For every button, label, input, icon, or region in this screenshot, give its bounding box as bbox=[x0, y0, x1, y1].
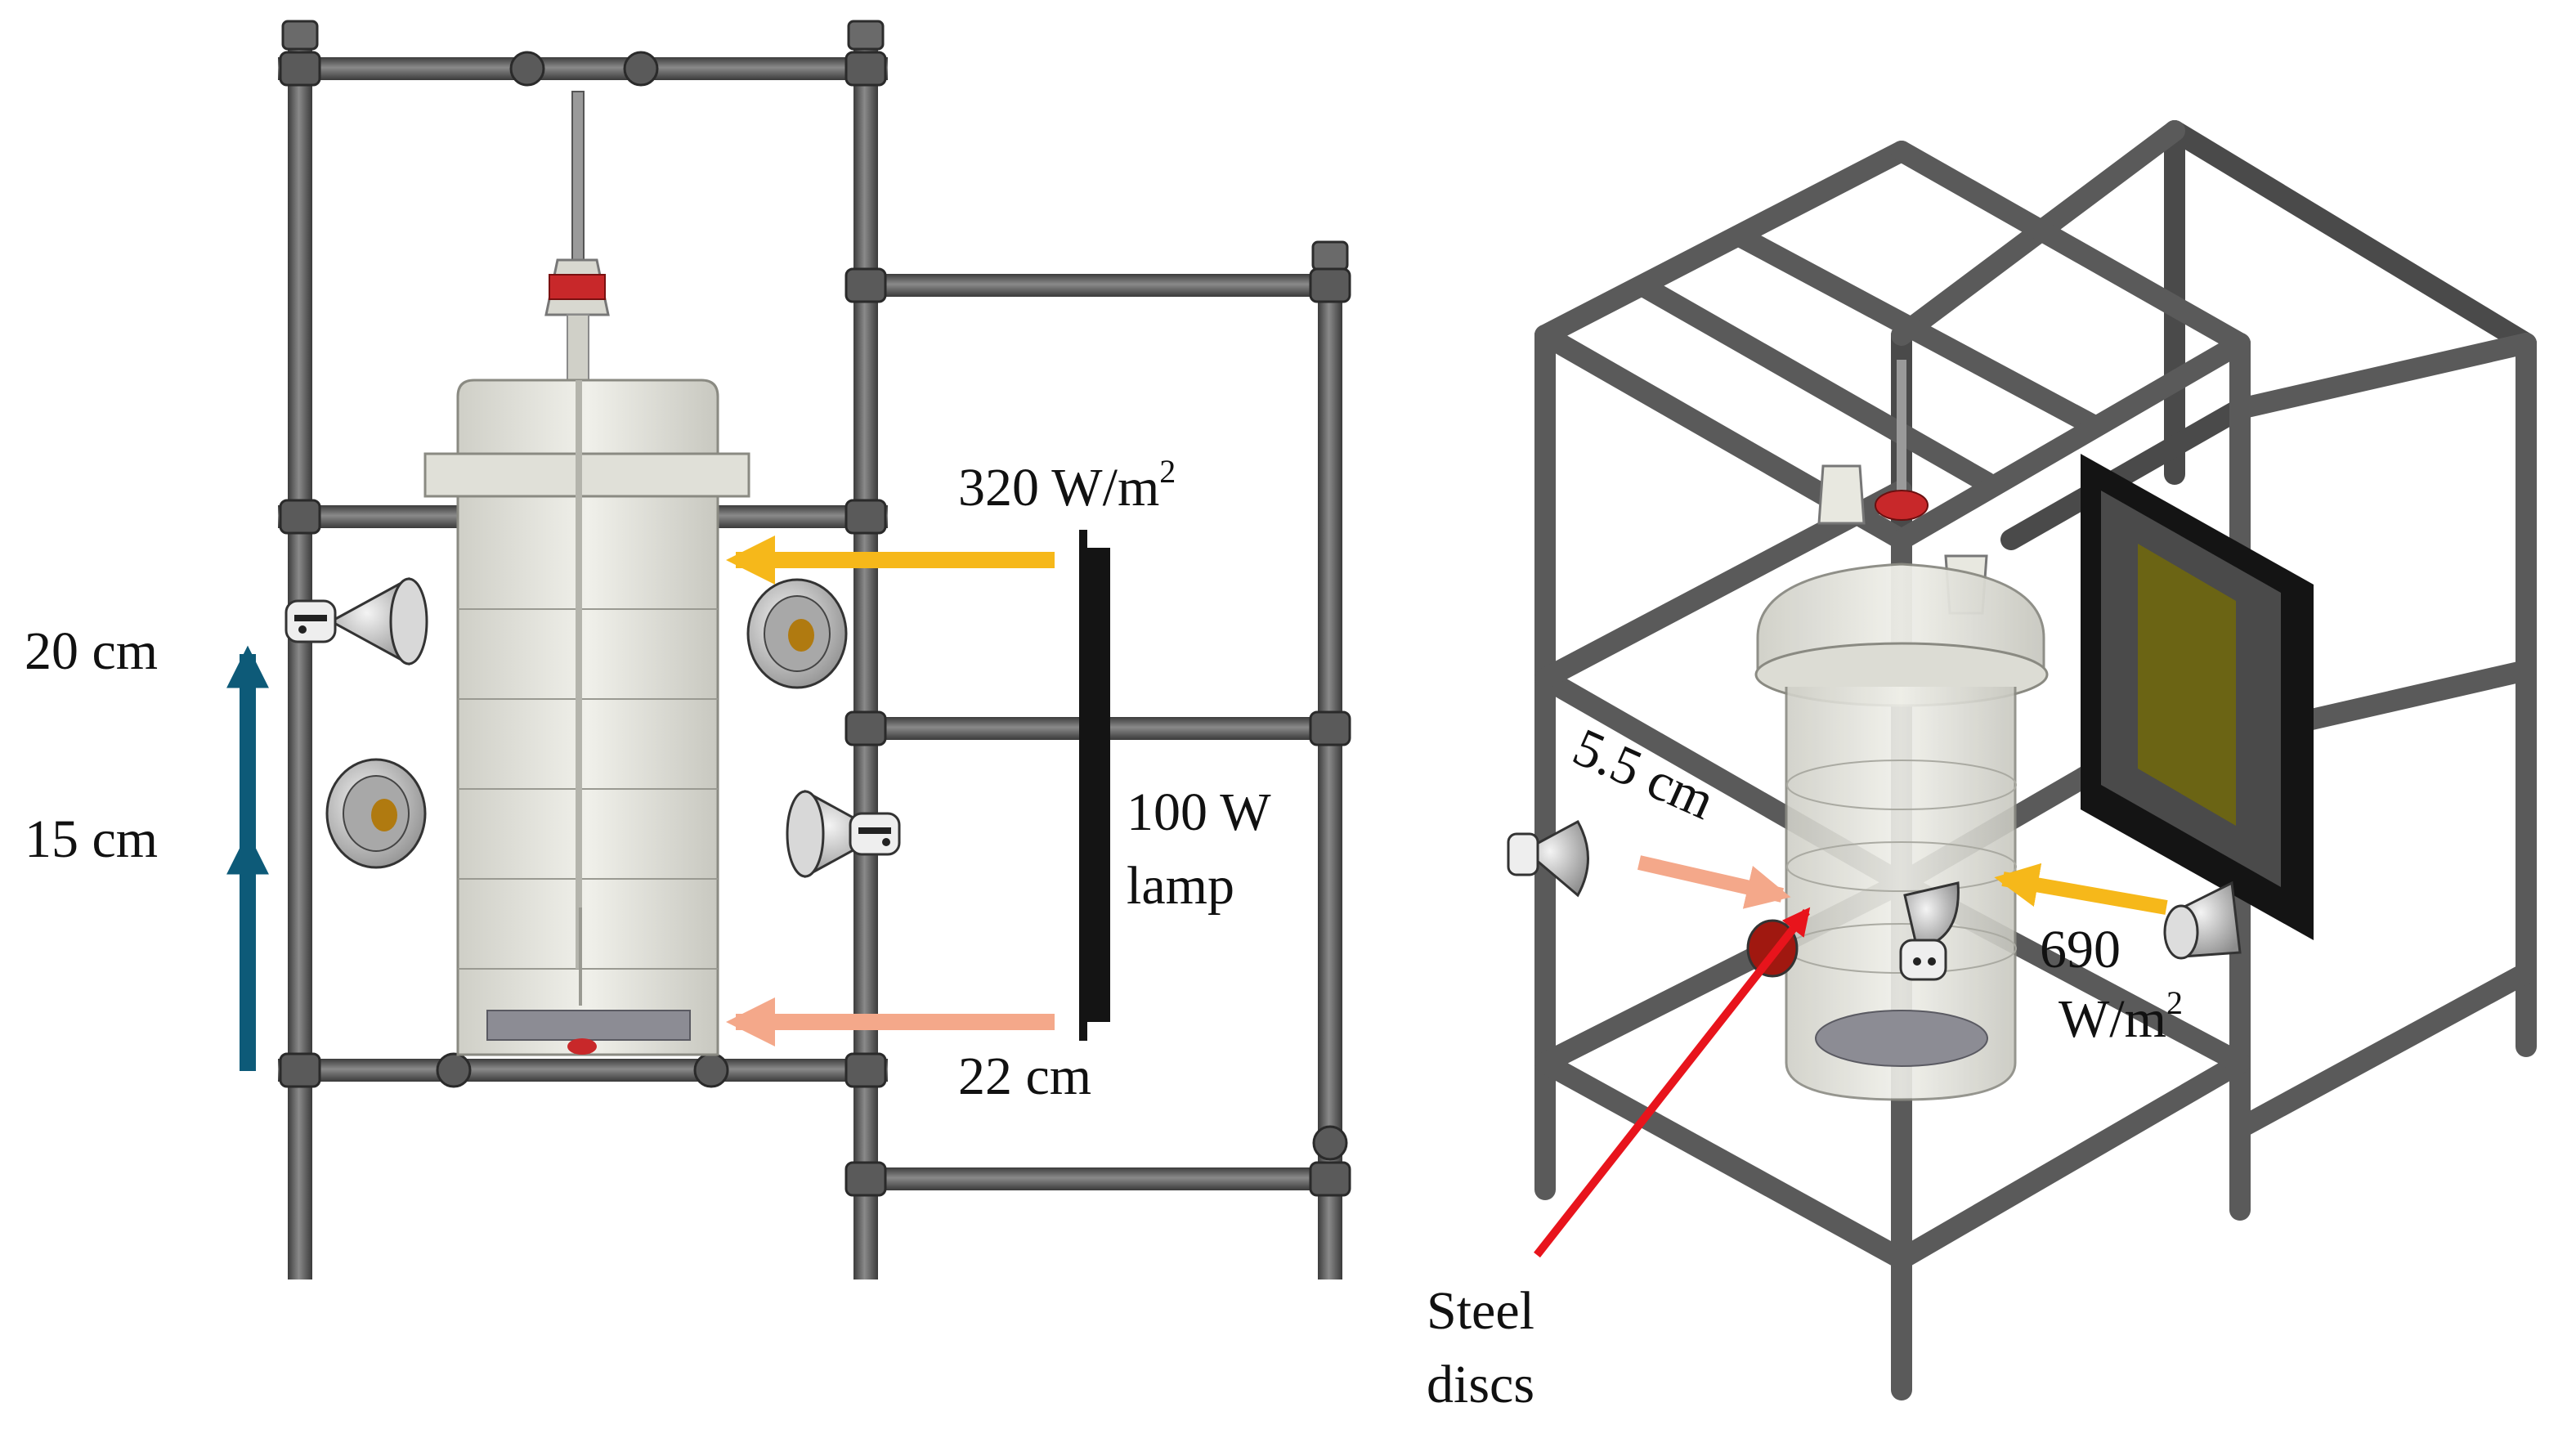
light-sensor-icon bbox=[1899, 881, 1960, 981]
front-view: 20 cm 15 cm 320 W/m2 100 W lamp 22 cm bbox=[25, 20, 1351, 1279]
distance-front-label: 22 cm bbox=[958, 1046, 1091, 1106]
irradiance-side-arrow bbox=[1994, 863, 2168, 915]
lamp-label-line1: 100 W bbox=[1127, 782, 1271, 842]
lamp-panel-icon bbox=[2081, 454, 2314, 940]
lamp-panel-icon bbox=[1079, 530, 1110, 1041]
light-sensor-icon bbox=[284, 576, 428, 666]
steel-discs-arrow bbox=[1534, 907, 1811, 1258]
light-sensor-icon bbox=[786, 789, 901, 879]
light-sensor-icon bbox=[746, 578, 848, 689]
height-lower-label: 15 cm bbox=[25, 809, 158, 869]
isometric-view: 5.5 cm 690 W/m2 Steel discs bbox=[1427, 120, 2537, 1414]
irradiance-front-label: 320 W/m2 bbox=[958, 453, 1176, 518]
iso-frame bbox=[1534, 120, 2537, 1400]
front-reactor bbox=[423, 91, 750, 1056]
steel-discs-line2: discs bbox=[1427, 1355, 1534, 1414]
height-upper-label: 20 cm bbox=[25, 621, 158, 681]
light-sensor-icon bbox=[325, 758, 427, 869]
light-sensor-icon bbox=[2163, 881, 2242, 960]
lamp-label-line2: lamp bbox=[1127, 856, 1234, 916]
distance-side-arrow bbox=[1637, 855, 1791, 909]
irradiance-front-exponent: 2 bbox=[1159, 453, 1176, 490]
steel-discs-line1: Steel bbox=[1427, 1281, 1534, 1341]
irradiance-side-line2: W/m2 bbox=[2059, 984, 2183, 1049]
iso-reactor bbox=[1754, 360, 2049, 1101]
irradiance-side-exponent: 2 bbox=[2166, 984, 2183, 1021]
irradiance-side-line1: 690 bbox=[2040, 920, 2121, 979]
light-sensor-icon bbox=[1507, 819, 1589, 898]
